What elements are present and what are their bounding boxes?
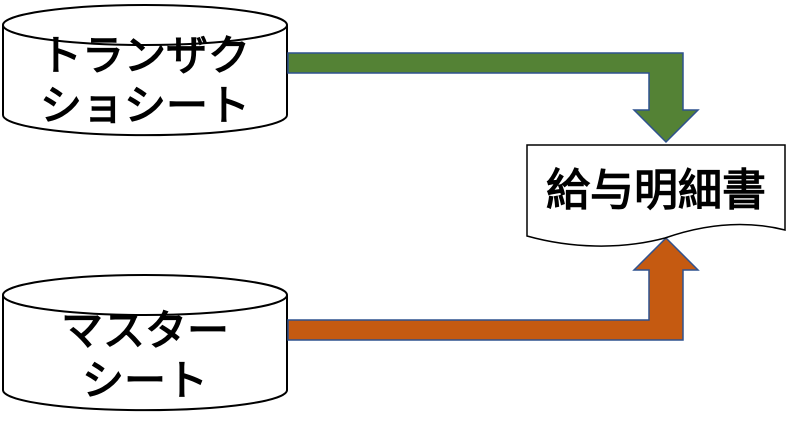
- transaction-sheet-top: [2, 4, 288, 46]
- transaction-sheet-body: [2, 25, 288, 137]
- master-sheet-top: [2, 274, 288, 316]
- transaction-to-payslip-arrow: [287, 52, 700, 144]
- master-sheet-label-line1: マスター: [61, 306, 229, 355]
- master-sheet-body: [2, 295, 288, 412]
- transaction-sheet-label-line2: ショシート: [40, 81, 250, 130]
- payslip-document: 給与明細書: [526, 144, 786, 247]
- master-sheet-cylinder: マスター シート: [2, 274, 288, 412]
- payslip-document-shape: [526, 144, 786, 247]
- payslip-label: 給与明細書: [546, 165, 766, 216]
- master-to-payslip-arrow: [287, 236, 700, 341]
- transaction-sheet-cylinder: トランザク ショシート: [2, 4, 288, 137]
- master-sheet-label-line2: シート: [82, 356, 208, 405]
- transaction-sheet-label-line1: トランザク: [40, 31, 250, 80]
